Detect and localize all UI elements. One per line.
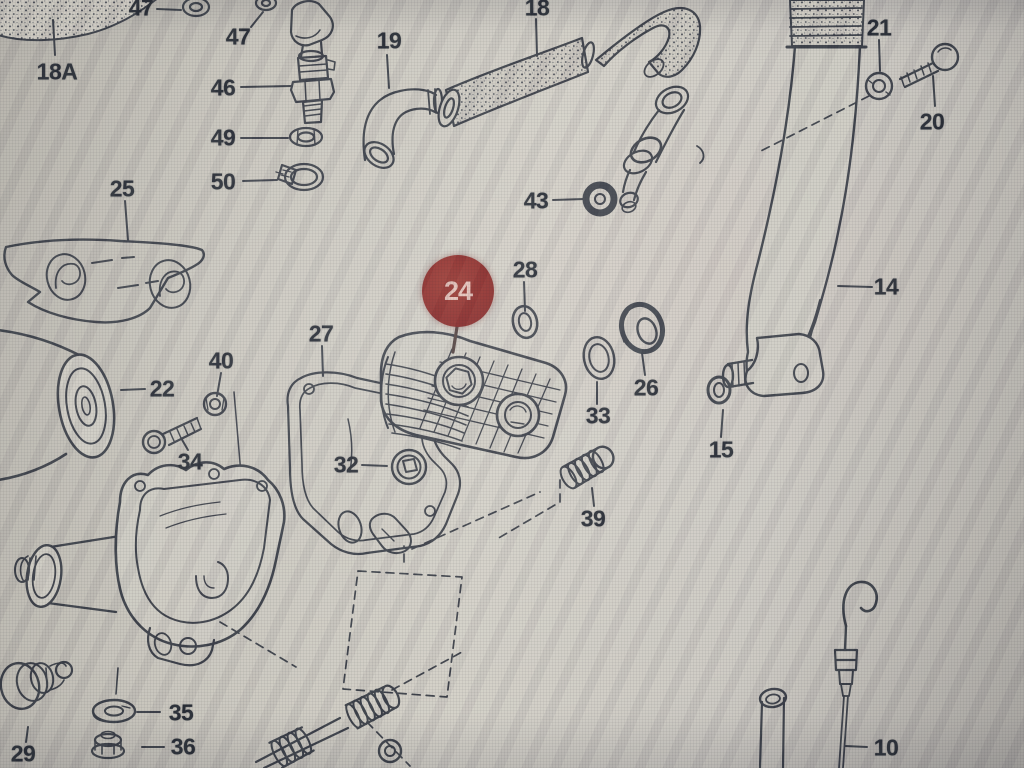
seal-43-drawing [582, 181, 618, 217]
oil-filter-22-drawing [0, 328, 116, 481]
leader-lines [25, 8, 936, 748]
oil-cooler-24-drawing [379, 330, 568, 460]
oil-filler-tube-14-drawing [721, 0, 868, 398]
dipstick-10-drawing [833, 580, 878, 768]
seal-26-drawing [618, 301, 666, 355]
highlighted-part-number: 24 [443, 275, 473, 306]
stud-39-drawing [559, 445, 615, 490]
relief-valve-29-drawing [0, 660, 74, 711]
part-callout-46: 46 [210, 74, 236, 101]
part-callout-50: 50 [210, 168, 236, 195]
highlighted-part-badge[interactable]: 24 [422, 255, 494, 327]
part-callout-18: 18 [524, 0, 550, 21]
part-callout-47-b: 47 [225, 23, 251, 50]
insulation-hose-fragment [0, 0, 157, 42]
ring-33-drawing [582, 336, 616, 380]
part-callout-18A: 18A [36, 58, 78, 85]
part-callout-47-a: 47 [128, 0, 154, 21]
washer-35-drawing [91, 698, 137, 724]
part-callout-19: 19 [376, 27, 402, 54]
part-callout-49: 49 [210, 124, 236, 151]
insulated-hose-18-drawing [437, 7, 702, 128]
plug-32-drawing [390, 448, 428, 486]
o-ring-15-drawing [706, 375, 732, 405]
o-ring-28-drawing [511, 304, 539, 340]
part-callout-10: 10 [873, 734, 899, 761]
nut-40-drawing [202, 391, 228, 417]
filler-inlet-fitting-drawing [619, 85, 705, 214]
part-callout-15: 15 [708, 436, 734, 463]
oil-hose-19-drawing [362, 87, 444, 169]
washer-21-drawing [864, 71, 894, 101]
dashed-assembly-lines [219, 95, 870, 767]
part-callout-20: 20 [919, 108, 945, 135]
oil-pump-housing-drawing [14, 461, 286, 695]
part-callout-29: 29 [10, 740, 36, 767]
part-callout-40: 40 [208, 347, 234, 374]
part-callout-21: 21 [866, 14, 892, 41]
part-callout-33: 33 [585, 402, 611, 429]
part-callout-36: 36 [170, 733, 196, 760]
breather-tube-drawing [758, 687, 788, 768]
nut-36-drawing [90, 730, 126, 760]
part-callout-35: 35 [168, 699, 194, 726]
part-callout-14: 14 [873, 273, 899, 300]
part-callout-26: 26 [633, 374, 659, 401]
oil-pressure-switch-drawing [289, 0, 336, 125]
hose-clamp-50-drawing [275, 162, 325, 192]
bolt-34-drawing [141, 416, 203, 455]
seal-ring-49-drawing [288, 126, 324, 148]
part-callout-25: 25 [109, 175, 135, 202]
part-callout-34: 34 [177, 448, 203, 475]
part-callout-28: 28 [512, 256, 538, 283]
part-callout-39: 39 [580, 505, 606, 532]
screw-20-drawing [898, 42, 960, 89]
part-callout-32: 32 [333, 451, 359, 478]
part-callout-22: 22 [149, 375, 175, 402]
part-callout-27: 27 [308, 320, 334, 347]
part-callout-43: 43 [523, 187, 549, 214]
mounting-bolt-drawing [254, 684, 403, 768]
heat-shield-25-drawing [3, 238, 205, 324]
